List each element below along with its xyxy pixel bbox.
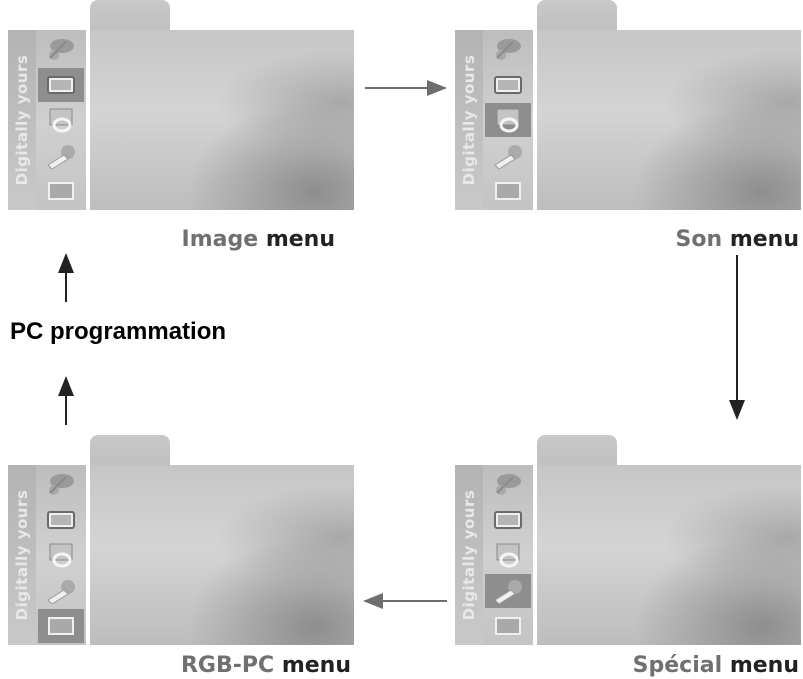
caption-suffix: menu — [265, 227, 335, 252]
caption-main: RGB-PC — [180, 653, 275, 678]
brand-strip: Digitally yours — [8, 465, 36, 645]
image-menu-panel: Digitally yours — [8, 0, 354, 210]
brand-strip: Digitally yours — [455, 30, 483, 210]
caption-main: Image — [181, 227, 259, 252]
son-menu-panel: Digitally yours — [455, 0, 801, 210]
special-menu-panel: Digitally yours — [455, 435, 801, 645]
pc-icon[interactable] — [485, 174, 531, 208]
menu-sidebar: Digitally yours — [455, 465, 533, 645]
satellite-icon[interactable] — [485, 467, 531, 501]
image-menu-caption: Image menu — [182, 227, 335, 252]
caption-main: Son — [675, 227, 723, 252]
brand-text: Digitally yours — [460, 489, 478, 621]
sound-icon[interactable] — [38, 103, 84, 137]
key-icon[interactable] — [38, 574, 84, 608]
menu-sidebar: Digitally yours — [455, 30, 533, 210]
caption-suffix: menu — [729, 227, 799, 252]
picture-icon[interactable] — [485, 503, 531, 537]
brand-strip: Digitally yours — [8, 30, 36, 210]
menu-sidebar: Digitally yours — [8, 30, 86, 210]
pc-icon[interactable] — [38, 609, 84, 643]
picture-icon[interactable] — [38, 67, 84, 102]
brand-text: Digitally yours — [460, 54, 478, 186]
pc-icon[interactable] — [38, 174, 84, 208]
folder-tab — [90, 0, 170, 34]
satellite-icon[interactable] — [38, 467, 84, 501]
brand-text: Digitally yours — [13, 489, 31, 621]
picture-icon[interactable] — [485, 68, 531, 102]
folder-tab — [537, 0, 617, 34]
brand-strip: Digitally yours — [455, 465, 483, 645]
brand-text: Digitally yours — [13, 54, 31, 186]
folder-body — [537, 465, 801, 645]
key-icon[interactable] — [485, 573, 531, 608]
rgbpc-menu-caption: RGB-PC menu — [181, 653, 351, 678]
icon-column — [36, 465, 86, 645]
caption-main: Spécial — [632, 653, 723, 678]
pc-programmation-label: PC programmation — [10, 318, 227, 345]
satellite-icon[interactable] — [38, 32, 84, 66]
icon-column — [483, 30, 533, 210]
satellite-icon[interactable] — [485, 32, 531, 66]
key-icon[interactable] — [485, 139, 531, 173]
menu-sidebar: Digitally yours — [8, 465, 86, 645]
folder-body — [537, 30, 801, 210]
key-icon[interactable] — [38, 139, 84, 173]
rgbpc-menu-panel: Digitally yours — [8, 435, 354, 645]
folder-body — [90, 465, 354, 645]
sound-icon[interactable] — [38, 538, 84, 572]
sound-icon[interactable] — [485, 538, 531, 572]
sound-icon[interactable] — [485, 103, 531, 137]
caption-suffix: menu — [729, 653, 799, 678]
picture-icon[interactable] — [38, 503, 84, 537]
folder-body — [90, 30, 354, 210]
folder-tab — [537, 435, 617, 469]
son-menu-caption: Son menu — [676, 227, 799, 252]
icon-column — [36, 30, 86, 210]
caption-suffix: menu — [281, 653, 351, 678]
special-menu-caption: Spécial menu — [633, 653, 799, 678]
folder-tab — [90, 435, 170, 469]
icon-column — [483, 465, 533, 645]
pc-icon[interactable] — [485, 609, 531, 643]
